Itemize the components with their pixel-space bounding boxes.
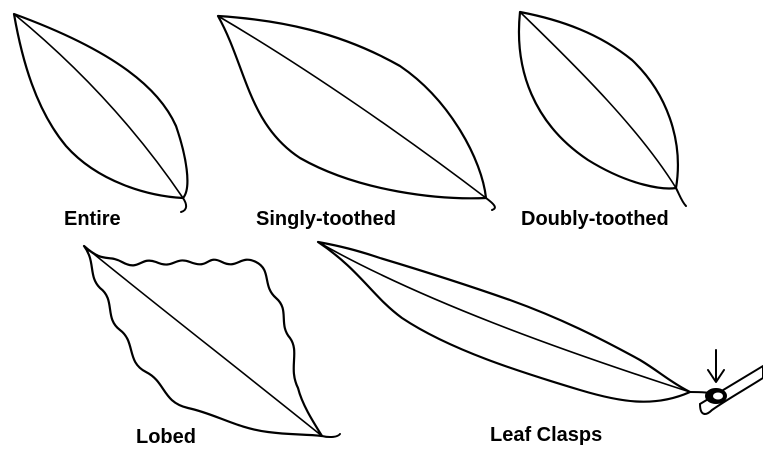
arrow-down-icon	[708, 350, 724, 382]
label-doubly-toothed: Doubly-toothed	[521, 208, 669, 230]
label-entire: Entire	[64, 208, 121, 230]
singly-toothed-leaf	[218, 16, 495, 210]
label-singly-toothed: Singly-toothed	[256, 208, 396, 230]
entire-leaf	[14, 14, 187, 212]
lobed-leaf	[84, 246, 340, 437]
leaf-clasps-illustration	[318, 242, 763, 414]
label-lobed: Lobed	[136, 426, 196, 448]
label-leaf-clasps: Leaf Clasps	[490, 424, 602, 446]
doubly-toothed-leaf	[519, 12, 686, 206]
